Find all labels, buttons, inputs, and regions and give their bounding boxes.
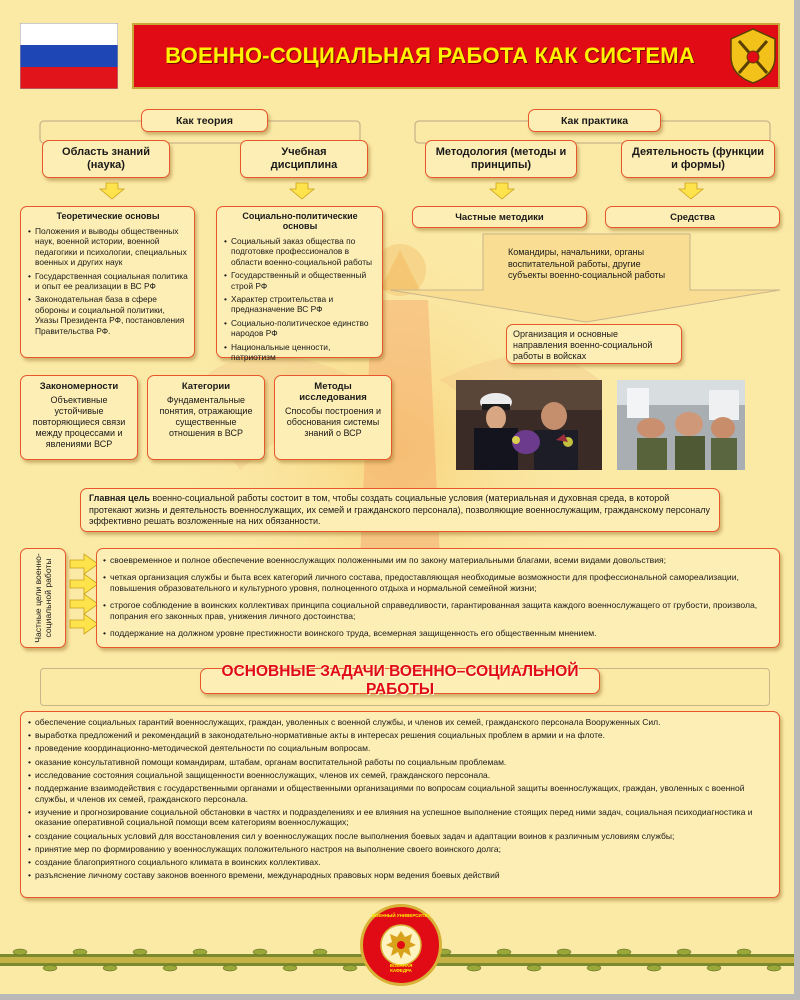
- tasks-list: обеспечение социальных гарантий военносл…: [28, 717, 771, 881]
- subjects-text: Командиры, начальники, органы воспитател…: [508, 247, 666, 280]
- list-item: оказание консультативной помощи командир…: [28, 757, 771, 768]
- page-title: ВОЕННО-СОЦИАЛЬНАЯ РАБОТА КАК СИСТЕМА: [165, 43, 695, 68]
- socio-political-title: Социально-политические основы: [242, 211, 358, 231]
- partial-goals-label-box: Частные цели военно-социальной работы: [20, 548, 66, 648]
- military-emblem-icon: ВОЕННЫЙ УНИВЕРСИТЕТ ВОЕННАЯ КАФЕДРА: [360, 904, 442, 986]
- socio-political-basics-box: Социально-политические основы Социальный…: [216, 206, 383, 362]
- list-item: изучение и прогнозирование социальной об…: [28, 807, 771, 828]
- list-item: Социальный заказ общества по подготовке …: [224, 236, 376, 267]
- categories-title: Категории: [181, 381, 231, 392]
- list-item: Характер строительства и предназначение …: [224, 294, 376, 315]
- main-goal-lead: Главная цель: [89, 493, 150, 503]
- list-item: своевременное и полное обеспечение военн…: [103, 555, 771, 566]
- title-banner: [132, 23, 780, 89]
- photo-soldiers-washing: [617, 380, 745, 470]
- activity-box: Деятельность (функции и формы): [621, 140, 775, 178]
- list-item: Законодательная база в сфере обороны и с…: [28, 294, 188, 336]
- list-item: разъяснение личному составу законов воен…: [28, 870, 771, 881]
- list-item: четкая организация службы и быта всех ка…: [103, 572, 771, 594]
- list-item: исследование состояния социальной защище…: [28, 770, 771, 781]
- emblem-bottom-text: ВОЕННАЯ КАФЕДРА: [389, 963, 413, 973]
- theory-label: Как теория: [141, 109, 268, 132]
- list-item: создание социальных условий для восстано…: [28, 831, 771, 842]
- list-item: выработка предложений и рекомендаций в з…: [28, 730, 771, 741]
- partial-goals-label: Частные цели военно-социальной работы: [32, 553, 54, 643]
- list-item: Социально-политическое единство народов …: [224, 318, 376, 339]
- tasks-title: ОСНОВНЫЕ ЗАДАЧИ ВОЕННО–СОЦИАЛЬНОЙ РАБОТЫ: [221, 663, 579, 698]
- laws-box: Закономерности Объективные устойчивые по…: [20, 375, 138, 460]
- main-goal-text: военно-социальной работы состоит в том, …: [89, 493, 711, 526]
- list-item: Национальные ценности, патриотизм: [224, 342, 376, 363]
- russian-flag-icon: [20, 23, 118, 89]
- laws-text: Объективные устойчивые повторяющиеся свя…: [32, 395, 126, 449]
- emblem-top-text: ВОЕННЫЙ УНИВЕРСИТЕТ: [371, 913, 431, 918]
- methodology-box: Методология (методы и принципы): [425, 140, 577, 178]
- tasks-box: обеспечение социальных гарантий военносл…: [20, 711, 780, 898]
- tasks-title-box: ОСНОВНЫЕ ЗАДАЧИ ВОЕННО–СОЦИАЛЬНОЙ РАБОТЫ: [200, 663, 600, 698]
- theoretical-basics-box: Теоретические основы Положения и выводы …: [20, 206, 195, 358]
- list-item: Государственный и общественный строй РФ: [224, 270, 376, 291]
- list-item: Положения и выводы общественных наук, во…: [28, 226, 188, 268]
- main-goal-box: Главная цель военно-социальной работы со…: [80, 488, 720, 532]
- theoretical-basics-title: Теоретические основы: [56, 211, 160, 221]
- laws-title: Закономерности: [39, 381, 119, 392]
- practice-label: Как практика: [528, 109, 661, 132]
- discipline-box: Учебная дисциплина: [240, 140, 368, 178]
- prosecutor-emblem-icon: [730, 28, 776, 84]
- means-box: Средства: [605, 206, 780, 228]
- list-item: поддержание на должном уровне престижнос…: [103, 628, 771, 639]
- partial-goals-list: своевременное и полное обеспечение военн…: [103, 555, 771, 639]
- list-item: поддержание взаимодействия с государстве…: [28, 783, 771, 804]
- partial-goals-box: своевременное и полное обеспечение военн…: [96, 548, 780, 648]
- photo-sailors-with-child: [456, 380, 602, 470]
- categories-box: Категории Фундаментальные понятия, отраж…: [147, 375, 265, 460]
- emblem-ring: [380, 924, 422, 966]
- list-item: создание благоприятного социального клим…: [28, 857, 771, 868]
- methods-text: Способы построения и обоснования системы…: [284, 406, 382, 438]
- theoretical-basics-list: Положения и выводы общественных наук, во…: [28, 226, 188, 336]
- list-item: принятие мер по формированию у военнослу…: [28, 844, 771, 855]
- socio-political-list: Социальный заказ общества по подготовке …: [224, 236, 376, 362]
- list-item: строгое соблюдение в воинских коллектива…: [103, 600, 771, 622]
- methods-title: Методы исследования: [299, 381, 367, 403]
- list-item: Государственная социальная политика и оп…: [28, 271, 188, 292]
- list-item: обеспечение социальных гарантий военносл…: [28, 717, 771, 728]
- categories-text: Фундаментальные понятия, отражающие суще…: [159, 395, 253, 438]
- methods-box: Методы исследования Способы построения и…: [274, 375, 392, 460]
- private-methods-box: Частные методики: [412, 206, 587, 228]
- knowledge-area-box: Область знаний (наука): [42, 140, 170, 178]
- organization-box: Организация и основные направления военн…: [506, 324, 682, 364]
- list-item: проведение координационно-методической д…: [28, 743, 771, 754]
